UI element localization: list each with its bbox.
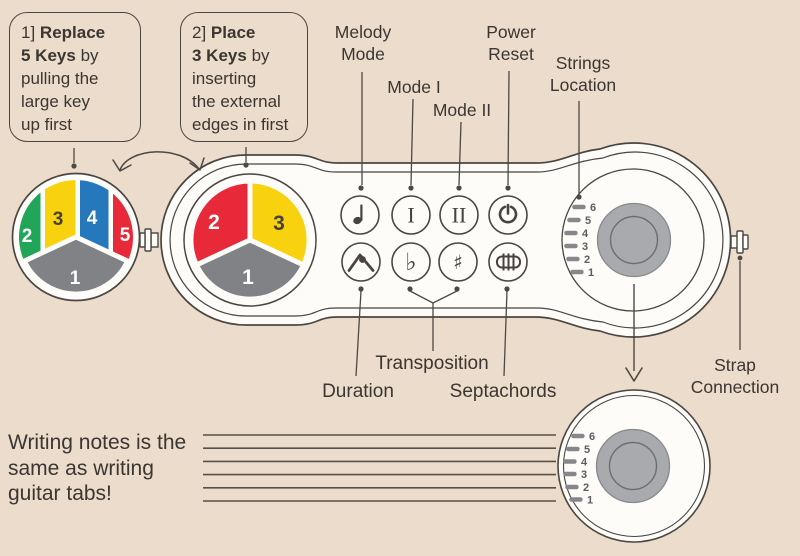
key-label-5: 5: [120, 225, 131, 246]
pad-key-2-red: [188, 178, 253, 268]
callout-line: 1] Replace: [21, 23, 106, 42]
zoom-thumb-pad: [595, 428, 671, 504]
string-marks: [564, 204, 586, 275]
flat-icon: ♭: [405, 248, 416, 276]
callout-line: up first: [21, 115, 73, 134]
pad-label-2: 2: [208, 211, 220, 234]
key-label-1: 1: [70, 268, 81, 289]
pad-label-3: 3: [273, 212, 285, 235]
sharp-icon: ♯: [453, 250, 463, 274]
string-6-label: 6: [590, 202, 596, 214]
mode-2-label: Mode II: [432, 100, 492, 120]
string-1-label: 1: [588, 267, 594, 279]
duration-label: Duration: [322, 381, 394, 402]
callout-line: 2] Place: [192, 23, 256, 42]
tab-lines: [203, 434, 556, 502]
device-inner-outline: [169, 151, 724, 329]
zoom-string-1-label: 1: [587, 495, 593, 507]
zoom-string-6-label: 6: [589, 431, 595, 443]
callout-line: inserting: [192, 69, 257, 88]
melody-mode-button: [340, 195, 380, 235]
zoom-string-2-label: 2: [583, 482, 589, 494]
sharp-button: [438, 242, 478, 282]
callout-line: 3 Keys by: [192, 46, 270, 65]
button-circles: [340, 195, 528, 282]
tabs-note-text: Writing notes is the same as writing gui…: [8, 431, 187, 505]
thumb-pad: [596, 202, 672, 278]
key-label-4: 4: [87, 208, 98, 229]
callout-line: pulling the: [21, 69, 99, 88]
key-connector-plug: [139, 228, 159, 252]
callout-line: large key: [21, 92, 90, 111]
pad-key-1-gray: [194, 237, 306, 302]
fret-grid-icon: [496, 253, 521, 271]
pointer-lines: [71, 70, 743, 377]
key-label-3: 3: [53, 209, 64, 230]
roman-two-icon: II: [452, 203, 467, 228]
pad-key-3-yellow: [247, 178, 312, 268]
mode-1-button: [391, 195, 431, 235]
callout-place-keys: 2] Place 3 Keys by inserting the externa…: [180, 12, 308, 142]
key-label-2: 2: [22, 226, 33, 247]
callout-replace-keys: 1] Replace 5 Keys by pulling the large k…: [9, 12, 141, 142]
zoom-thumb-pad-inner-ring: [608, 441, 658, 491]
flat-button: [391, 242, 431, 282]
zoom-string-marks: [563, 433, 585, 502]
zoom-string-3-label: 3: [581, 469, 587, 481]
callout-line: 5 Keys by: [21, 46, 99, 65]
power-reset-button: [488, 195, 528, 235]
septachords-label: Septachords: [449, 381, 557, 402]
zoom-string-4-label: 4: [581, 457, 588, 469]
power-icon: [498, 203, 518, 224]
mountain-icon: [347, 253, 375, 272]
mode-1-label: Mode I: [387, 77, 441, 97]
zoom-arrow: [625, 284, 643, 382]
music-note-icon: [353, 204, 363, 225]
swap-arrow: [112, 151, 205, 172]
zoom-string-5-label: 5: [584, 444, 590, 456]
pad-label-1: 1: [242, 266, 254, 289]
mode-2-button: [439, 195, 479, 235]
callout-line: edges in first: [192, 115, 289, 134]
string-5-label: 5: [585, 215, 591, 227]
key-1-large-gray: [21, 234, 131, 297]
thumb-pad-inner-ring: [609, 215, 659, 265]
string-2-label: 2: [584, 254, 590, 266]
string-4-label: 4: [582, 228, 589, 240]
zoom-circle-inner-ring: [562, 394, 706, 538]
transposition-label: Transposition: [375, 353, 489, 374]
string-3-label: 3: [582, 241, 588, 253]
strap-pin: [730, 230, 749, 254]
callout-line: the external: [192, 92, 281, 111]
roman-one-icon: I: [407, 203, 414, 228]
